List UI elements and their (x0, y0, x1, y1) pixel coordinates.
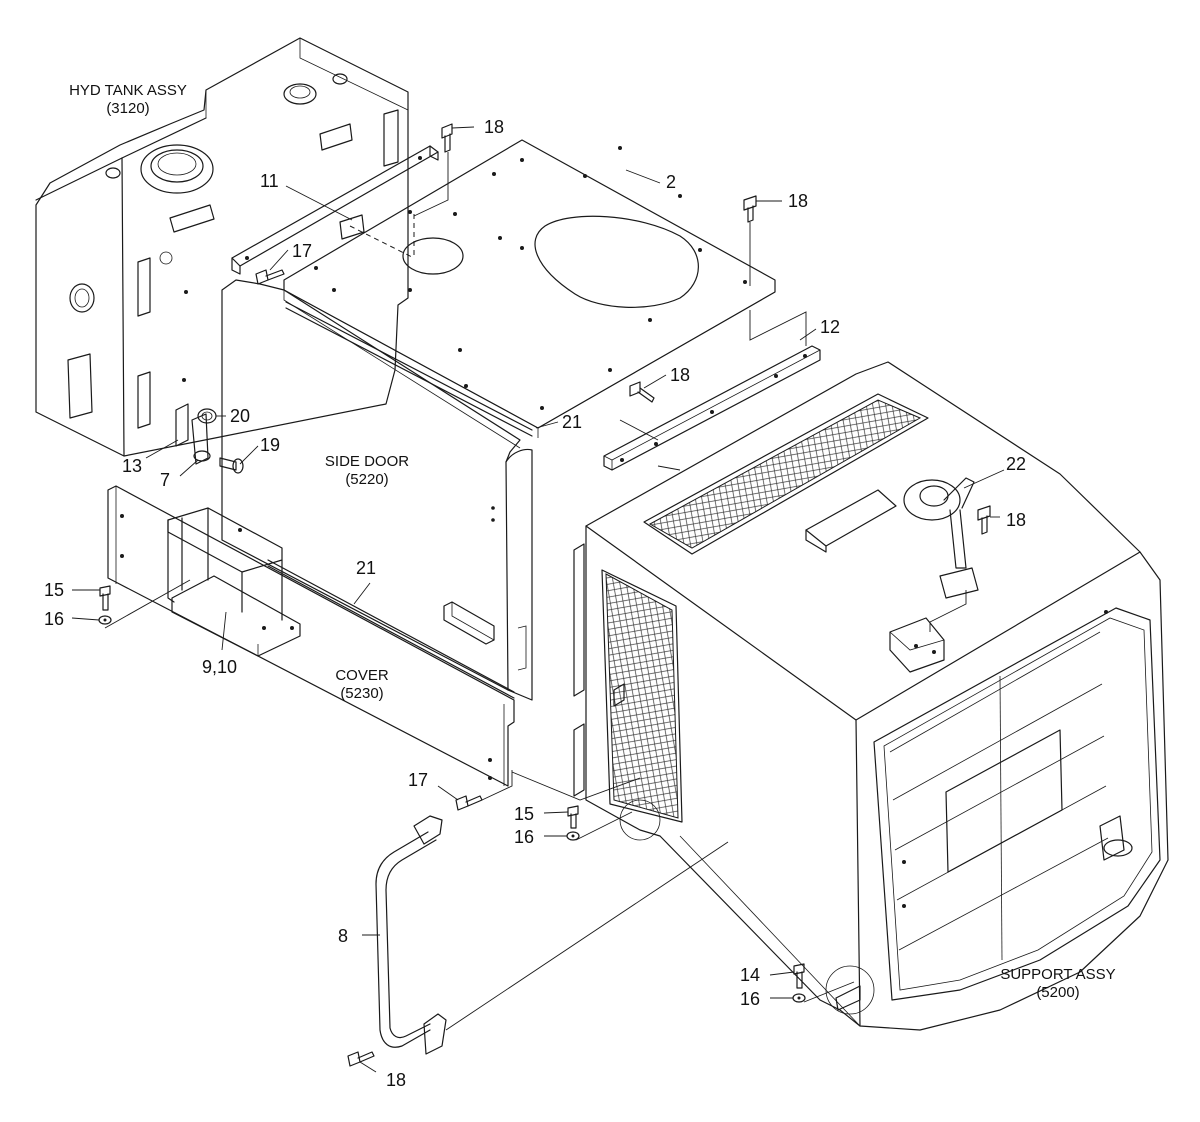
support-assembly (573, 361, 1169, 1031)
hyd-tank-code: (3120) (106, 100, 149, 117)
cover-name: COVER (335, 667, 389, 684)
part-12-strip (603, 310, 821, 471)
side-door-code: (5220) (345, 471, 388, 488)
callout-11: 11 (260, 171, 279, 191)
callout-16-right: 16 (740, 989, 760, 1009)
callout-18-top: 18 (484, 117, 504, 137)
callout-21-bottom: 21 (356, 558, 376, 578)
cover-assembly (107, 485, 515, 787)
callout-18-support: 18 (1006, 510, 1026, 530)
callout-20: 20 (230, 406, 250, 426)
cover-code: (5230) (340, 685, 383, 702)
side-door-assembly (221, 279, 533, 701)
callout-9-10: 9,10 (202, 657, 237, 677)
leader-lines (71, 126, 1005, 1073)
callout-15-left: 15 (44, 580, 64, 600)
callout-18-bottom: 18 (386, 1070, 406, 1090)
callout-18-mid: 18 (670, 365, 690, 385)
part-8-handrail (375, 815, 729, 1055)
fasteners (98, 123, 991, 1067)
callout-16-mid: 16 (514, 827, 534, 847)
callout-13: 13 (122, 456, 142, 476)
part-11-bar (231, 145, 439, 275)
callout-18-right: 18 (788, 191, 808, 211)
side-door-name: SIDE DOOR (325, 453, 409, 470)
callout-7: 7 (160, 470, 170, 490)
support-name: SUPPORT ASSY (1000, 966, 1115, 983)
callout-19: 19 (260, 435, 280, 455)
part-21-seals (267, 301, 533, 699)
callout-14: 14 (740, 965, 760, 985)
labels: HYD TANK ASSY (3120) SIDE DOOR (5220) CO… (44, 82, 1116, 1090)
hyd-tank-assembly (35, 37, 409, 457)
hyd-tank-name: HYD TANK ASSY (69, 82, 187, 99)
support-code: (5200) (1036, 984, 1079, 1001)
callout-17-bottom: 17 (408, 770, 428, 790)
part-2-top-plate (283, 139, 776, 438)
callout-15-mid: 15 (514, 804, 534, 824)
callout-2: 2 (666, 172, 676, 192)
callout-16-left: 16 (44, 609, 64, 629)
callout-17-top: 17 (292, 241, 312, 261)
callout-8: 8 (338, 926, 348, 946)
callout-22: 22 (1006, 454, 1026, 474)
callout-12: 12 (820, 317, 840, 337)
part-22-horn (889, 477, 979, 673)
hinge-parts (175, 403, 244, 474)
callout-21-top: 21 (562, 412, 582, 432)
